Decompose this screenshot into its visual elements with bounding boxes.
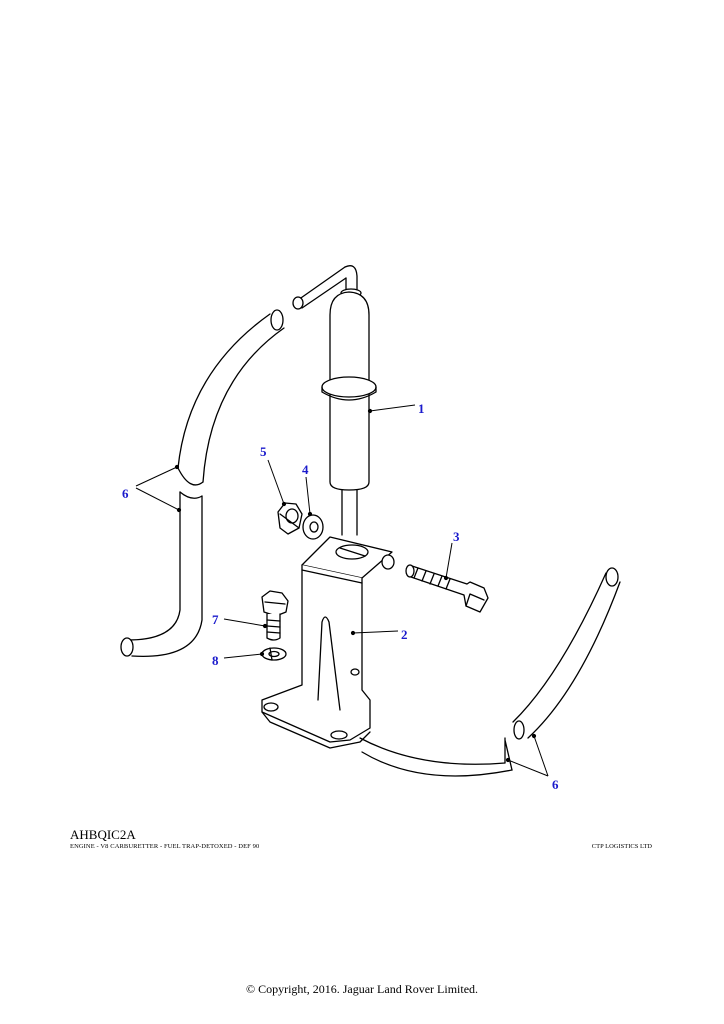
bracket [261,536,395,749]
hose-right [359,567,621,777]
short-bolt [261,590,289,641]
supplier-name: CTP LOGISTICS LTD [591,843,652,850]
callout-7: 7 [212,612,219,627]
hose-left [120,309,285,658]
callout-1: 1 [418,401,425,416]
callout-3: 3 [453,529,460,544]
diagram-description: ENGINE - V8 CARBURETTER - FUEL TRAP-DETO… [70,843,260,850]
spring-washer [261,647,287,661]
washer [302,514,324,540]
callout-2: 2 [401,627,408,642]
callout-6-left: 6 [122,486,129,501]
hex-nut [277,502,303,535]
callout-5: 5 [260,444,267,459]
long-bolt [405,564,489,613]
callout-6-right: 6 [552,777,559,792]
copyright-notice: © Copyright, 2016. Jaguar Land Rover Lim… [245,982,479,996]
callout-8: 8 [212,653,219,668]
diagram-reference-code: AHBQIC2A [70,827,136,842]
callout-4: 4 [302,462,309,477]
fuel-trap-canister [292,265,377,536]
